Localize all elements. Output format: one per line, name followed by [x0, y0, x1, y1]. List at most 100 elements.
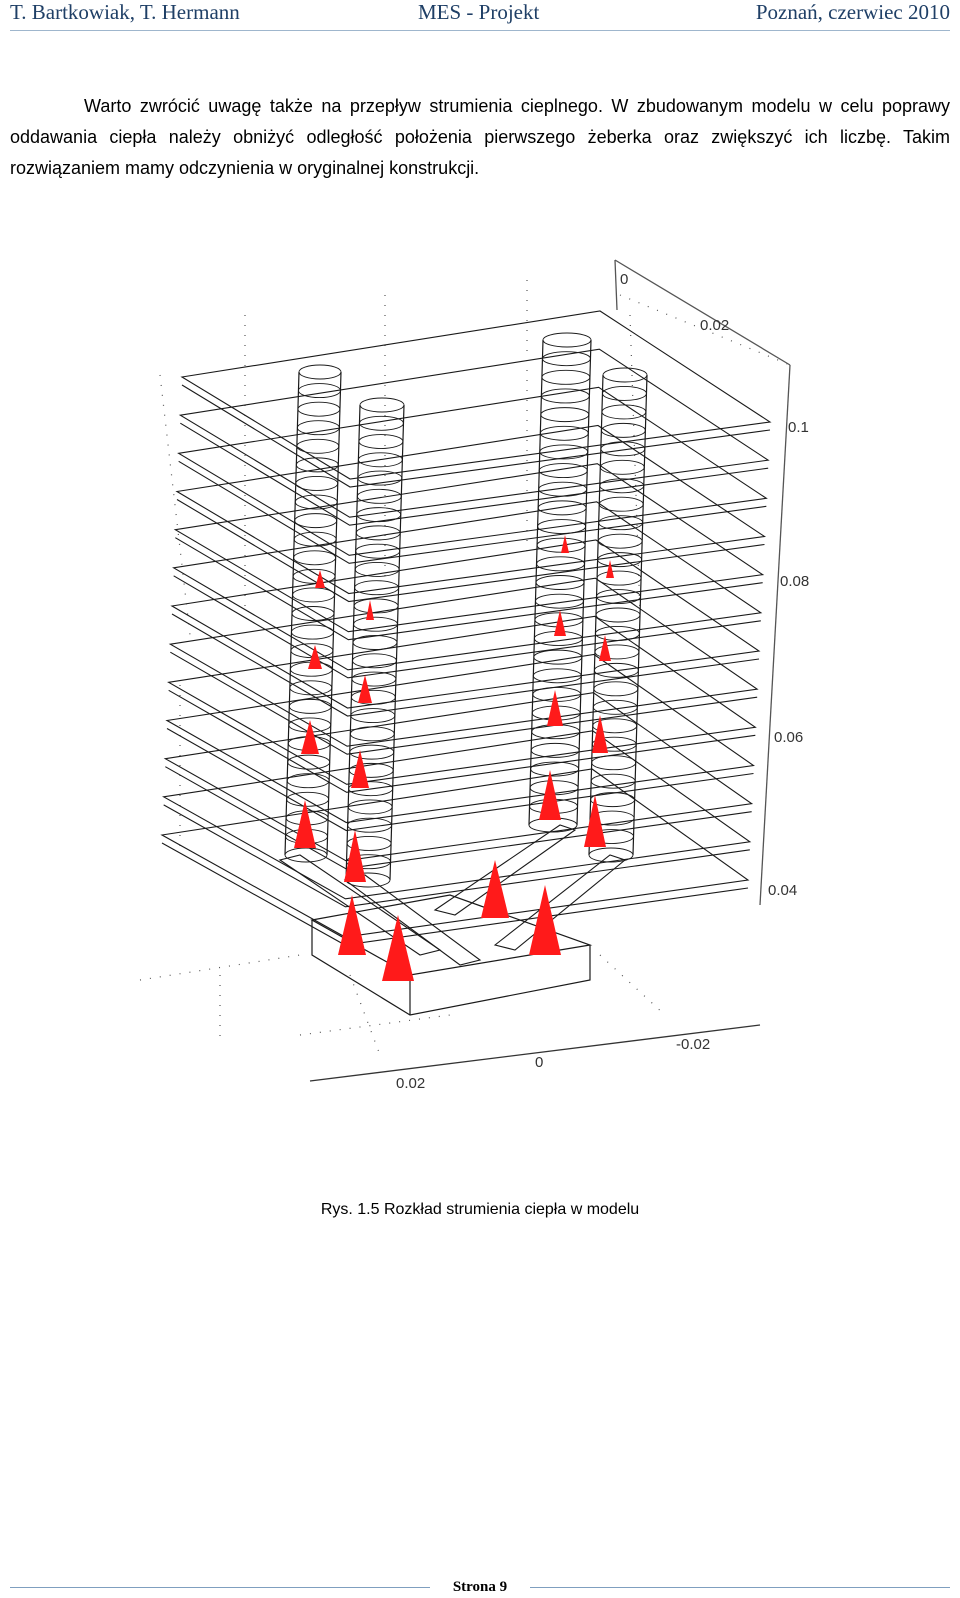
pipe-ring	[597, 552, 643, 568]
axis-label-01: 0.1	[788, 419, 809, 436]
pipe-ring	[356, 488, 402, 504]
heat-flux-arrow	[382, 915, 414, 981]
pipe-ring	[532, 668, 582, 684]
heat-flux-arrows	[294, 535, 614, 981]
pipe-ring	[533, 649, 583, 665]
fin-plate-top	[160, 768, 750, 938]
pipe-ring	[530, 761, 580, 777]
pipe-ring	[542, 332, 592, 348]
fin-plate-edge	[181, 384, 771, 488]
grid-dot-line	[159, 374, 191, 636]
base-block	[278, 824, 627, 1016]
heat-flux-arrow	[561, 535, 569, 553]
grid-dot-line	[629, 314, 641, 616]
fin-plate-top	[178, 348, 770, 518]
heat-flux-arrow	[529, 885, 561, 955]
heat-flux-arrow	[338, 895, 366, 955]
pipe-ring	[537, 519, 587, 534]
pipe-ring	[589, 810, 635, 826]
pipe-ring	[359, 415, 404, 431]
header-title: MES - Projekt	[418, 0, 540, 24]
axis-line-z-tick	[614, 259, 618, 311]
heat-flux-arrow	[547, 690, 563, 726]
header-place-date: Poznań, czerwiec 2010	[755, 0, 950, 24]
pipe-ring	[541, 369, 591, 385]
pipe-ring	[350, 708, 396, 724]
pipe-ring	[359, 397, 405, 413]
pipe-ring	[347, 799, 393, 815]
connector-pipe	[493, 854, 627, 951]
heat-flux-arrow	[606, 560, 614, 578]
heat-flux-arrow	[351, 750, 369, 788]
pipe-ring	[595, 626, 640, 641]
heat-flux-arrow	[308, 645, 322, 669]
pipe-ring	[298, 383, 341, 399]
fin-plate-edge	[170, 651, 758, 755]
heat-flux-arrow	[358, 675, 372, 703]
pipe-ring	[293, 550, 337, 566]
grid-dot-line	[139, 954, 301, 981]
pipe-ring	[357, 452, 403, 468]
pipe-ring	[294, 494, 338, 510]
pipe-ring	[591, 736, 637, 752]
grid-dot-line	[299, 1014, 451, 1036]
pipe-ring	[349, 726, 395, 742]
pipe-ring	[298, 364, 342, 380]
pipe-ring	[291, 624, 334, 640]
pipe-ring	[538, 481, 588, 497]
connector-pipe	[343, 874, 482, 966]
pipe-ring	[594, 644, 640, 660]
pipe-ring	[590, 773, 636, 789]
pipe-ring	[291, 606, 335, 621]
pipe-ring	[599, 459, 645, 475]
pipe-ring	[297, 401, 341, 417]
pipe-ring	[354, 561, 400, 577]
pipe-ring	[593, 681, 639, 697]
pipe-ring	[347, 817, 393, 833]
pipe-ring	[540, 388, 590, 404]
axis-label-y-002: 0.02	[396, 1075, 425, 1092]
pipe-ring	[357, 470, 403, 486]
fin-plates	[160, 310, 772, 946]
pipe-ring	[289, 680, 333, 696]
axis-label-z-002: 0.02	[700, 317, 729, 334]
pipe-ring	[530, 742, 580, 758]
pipe-ring	[351, 671, 397, 687]
fin-plate-edge	[171, 613, 760, 717]
pipe-ring	[296, 438, 340, 454]
pipe-ring	[286, 773, 330, 789]
pipe-ring	[596, 589, 641, 604]
fin-plate-top	[172, 501, 763, 671]
fin-plate-edge	[178, 460, 767, 564]
pipe-ring	[353, 598, 399, 614]
heat-flux-plot: 0 0.02 0.1 0.08 0.06 0.04 -0.02 0 0.02	[139, 259, 809, 1092]
pipe-ring	[348, 762, 394, 778]
footer-rule-right	[530, 1587, 950, 1588]
axis-line-x	[309, 1024, 761, 1082]
fin-plate-edge	[163, 804, 750, 908]
page-number: Strona 9	[452, 1579, 508, 1595]
pipe-ring	[540, 407, 590, 423]
fin-plate-top	[167, 615, 757, 785]
fin-plate-edge	[180, 422, 769, 526]
pipe-ring	[293, 531, 337, 547]
pipe-ring	[600, 441, 646, 457]
pipe-ring	[355, 525, 401, 541]
pipe-ring	[538, 463, 588, 479]
fin-plate-top	[168, 577, 759, 747]
fin-plate-edge	[176, 499, 765, 603]
pipe-ring	[286, 791, 330, 807]
pipe-ring	[349, 744, 395, 760]
body-paragraph: Warto zwrócić uwagę także na przepływ st…	[10, 96, 950, 178]
pipe-ring	[588, 847, 634, 863]
pipe-ring	[346, 854, 391, 870]
pipe-ring	[590, 792, 636, 808]
pipe-ring	[352, 653, 397, 669]
heat-flux-arrow	[315, 570, 325, 588]
pipe-ring	[350, 689, 396, 705]
fin-plate-top	[162, 730, 752, 900]
page-footer: Strona 9	[0, 1577, 960, 1597]
heat-flux-figure: 0 0.02 0.1 0.08 0.06 0.04 -0.02 0 0.02	[120, 255, 820, 1115]
heat-flux-arrow	[301, 720, 319, 754]
pipe-ring	[295, 476, 339, 491]
